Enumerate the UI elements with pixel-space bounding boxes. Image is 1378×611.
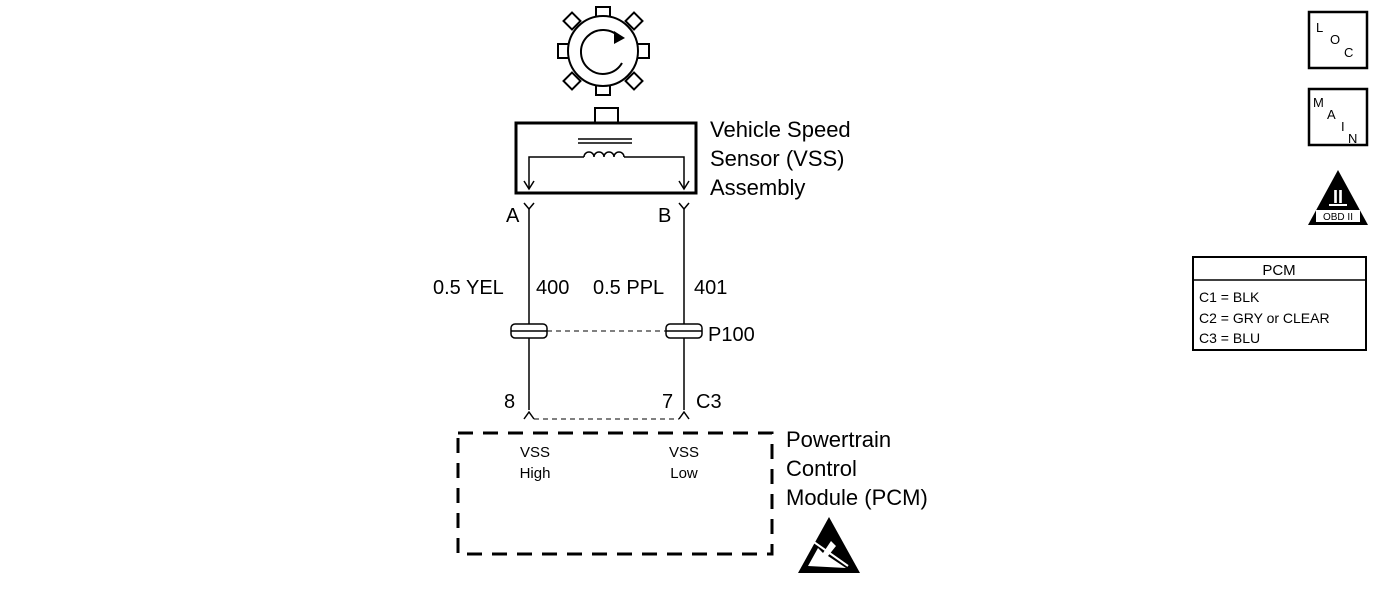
legend-row-c3: C3 = BLU (1199, 330, 1260, 346)
pcm-vss-low-line-1: VSS (669, 444, 699, 461)
loc-letter-o: O (1330, 32, 1340, 47)
pcm-terminal-7 (678, 410, 690, 420)
pcm-box (456, 431, 774, 556)
sensor-tip (594, 107, 619, 124)
vss-name-line-1: Vehicle Speed (710, 117, 851, 142)
pcm-connector-label: C3 (696, 391, 722, 413)
vss-assembly-box (514, 121, 698, 195)
pcm-vss-high-line-2: High (520, 465, 551, 482)
vss-name-line-3: Assembly (710, 175, 805, 200)
wire-400-circuit: 400 (536, 277, 569, 299)
pcm-connector-legend: PCM C1 = BLK C2 = GRY or CLEAR C3 = BLU (1192, 256, 1367, 351)
main-button[interactable]: M A I N (1307, 87, 1369, 147)
esd-warning-icon (798, 517, 860, 573)
main-letter-a: A (1327, 107, 1336, 122)
pcm-terminal-8 (523, 410, 535, 420)
main-letter-m: M (1313, 95, 1324, 110)
pcm-pin-8: 8 (504, 391, 515, 413)
pin-b-label: B (658, 205, 671, 227)
loc-button[interactable]: L O C (1307, 10, 1369, 70)
wire-401-color: 0.5 PPL (593, 277, 664, 299)
pcm-name-line-3: Module (PCM) (786, 485, 928, 510)
terminal-a (523, 202, 535, 211)
obd-ii-label: OBD II (1323, 212, 1353, 223)
vss-name-line-2: Sensor (VSS) (710, 146, 845, 171)
loc-letter-c: C (1344, 45, 1353, 60)
reluctor-wheel-icon (557, 6, 650, 96)
loc-letter-l: L (1316, 20, 1323, 35)
pin-a-label: A (506, 205, 520, 227)
connector-p100-icon (510, 323, 703, 339)
terminal-b (678, 202, 690, 211)
legend-row-c1: C1 = BLK (1199, 289, 1260, 305)
main-letter-n: N (1348, 131, 1357, 146)
pcm-pin-7: 7 (662, 391, 673, 413)
wire-400-color: 0.5 YEL (433, 277, 504, 299)
pcm-vss-high-line-1: VSS (520, 444, 550, 461)
obd-ii-button[interactable]: OBD II II (1308, 170, 1368, 225)
pcm-name-line-2: Control (786, 456, 857, 481)
connector-p100-label: P100 (708, 324, 755, 346)
wire-401-circuit: 401 (694, 277, 727, 299)
legend-title: PCM (1262, 262, 1295, 279)
legend-row-c2: C2 = GRY or CLEAR (1199, 310, 1330, 326)
pcm-vss-low-line-2: Low (670, 465, 698, 482)
main-letter-i: I (1341, 119, 1345, 134)
vss-coil-icon (523, 138, 690, 191)
pcm-name-line-1: Powertrain (786, 427, 891, 452)
obd-ii-symbol: II (1333, 187, 1343, 207)
